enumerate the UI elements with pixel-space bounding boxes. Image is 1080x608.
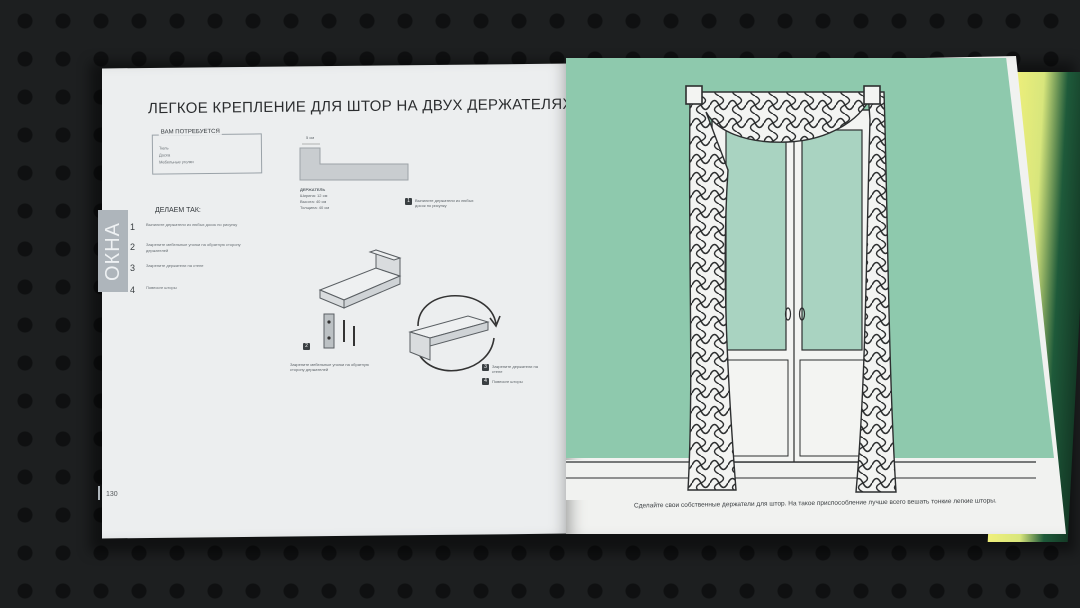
materials-box: ВАМ ПОТРЕБУЕТСЯ Тюль Доска Мебельные уго… bbox=[151, 128, 263, 175]
steps-header: ДЕЛАЕМ ТАК: bbox=[155, 207, 201, 214]
rotation-diagram bbox=[408, 295, 501, 372]
holder-spec-line: Толщина: 40 см bbox=[300, 205, 330, 210]
callout-text: Закрепите мебельные уголки на обратную с… bbox=[290, 362, 369, 372]
step-number: 3 bbox=[130, 263, 136, 273]
material-item: Мебельные уголки bbox=[159, 159, 194, 165]
step-number: 1 bbox=[130, 222, 136, 232]
door-curtain-illustration bbox=[566, 85, 1036, 500]
step-text: Повесьте шторы bbox=[146, 285, 177, 290]
callout-text: Повесьте шторы bbox=[492, 379, 523, 384]
step-number: 4 bbox=[130, 285, 136, 295]
callout-number: 2 bbox=[303, 343, 310, 350]
step-item: 2 Закрепите мебельные уголки на обратную… bbox=[130, 242, 246, 254]
material-item: Доска bbox=[158, 152, 171, 158]
holder-3d-diagram bbox=[318, 249, 402, 309]
callout-text: Закрепите держатели на стене bbox=[492, 364, 538, 374]
step-number: 2 bbox=[130, 242, 136, 252]
holder-profile-diagram bbox=[299, 143, 409, 181]
callout-number: 4 bbox=[482, 378, 489, 385]
step-text: Закрепите держатели на стене bbox=[146, 263, 204, 268]
callout-number: 3 bbox=[482, 364, 489, 371]
holder-spec-line: Высота: 40 см bbox=[300, 199, 327, 204]
bracket-diagram bbox=[323, 313, 355, 349]
step-text: Выпилите держатели из любых досок по рис… bbox=[146, 222, 238, 227]
step-item: 1 Выпилите держатели из любых досок по р… bbox=[130, 222, 246, 232]
step-text: Закрепите мебельные уголки на обратную с… bbox=[146, 242, 241, 253]
material-item: Тюль bbox=[158, 145, 169, 151]
page-number-bar bbox=[98, 486, 100, 500]
step-item: 4 Повесьте шторы bbox=[130, 285, 246, 295]
materials-header: ВАМ ПОТРЕБУЕТСЯ bbox=[158, 128, 222, 136]
section-tab: ОКНА bbox=[98, 210, 128, 292]
callout-number: 1 bbox=[405, 198, 412, 205]
holder-spec-line: Ширина: 12 см bbox=[300, 193, 328, 198]
holder-spec-title: ДЕРЖАТЕЛЬ bbox=[300, 187, 326, 192]
page-number: 130 bbox=[106, 491, 118, 498]
section-tab-label: ОКНА bbox=[101, 221, 124, 281]
step-item: 3 Закрепите держатели на стене bbox=[130, 263, 246, 273]
callout-text: Выпилите держатели из любых досок по рис… bbox=[415, 198, 474, 208]
width-dimension: 5 см bbox=[306, 135, 315, 140]
